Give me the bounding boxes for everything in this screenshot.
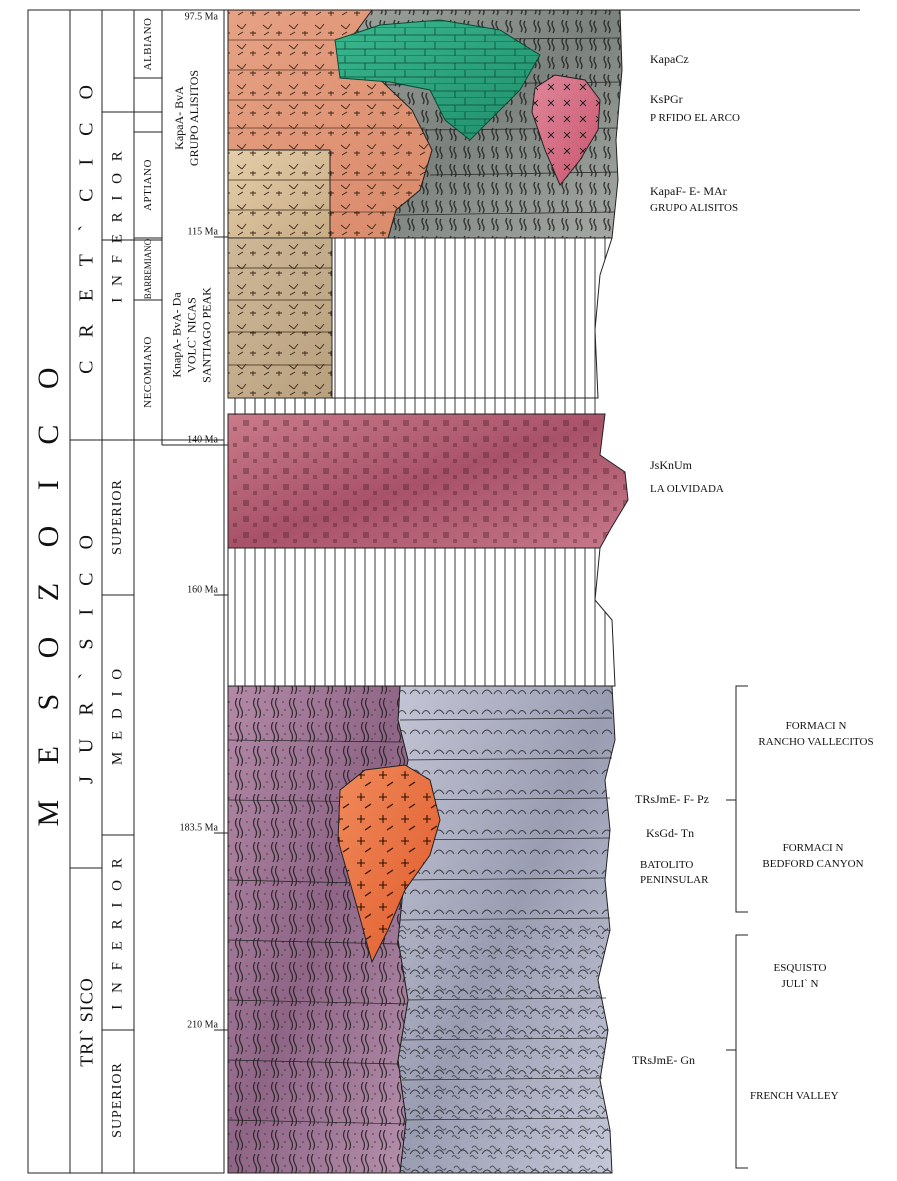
ma-ticks [214, 10, 228, 1030]
age-aptiano: APTIANO [142, 159, 154, 211]
epoch-jur-superior: SUPERIOR [110, 479, 126, 555]
bracket-upper [726, 686, 748, 912]
formation-bedford-line2: BEDFORD CANYON [762, 856, 863, 872]
epoch-jur-inferior: I N F E R I O R [110, 854, 127, 1009]
formation-esquisto-julian: ESQUISTO JULI` N [774, 960, 827, 992]
formation-esquisto-line1: ESQUISTO [774, 960, 827, 976]
label-trsjme-gn: TRsJmE- Gn [632, 1053, 695, 1068]
label-ksgd: KsGd- Tn [646, 826, 694, 841]
label-grupo-alisitos: GRUPO ALISITOS [650, 202, 738, 214]
unit-knapa-name1: VOLC` NICAS [185, 287, 200, 383]
age-albiano: ALBIANO [142, 18, 154, 71]
label-trsjme-f: TRsJmE- F- Pz [635, 792, 709, 807]
bracket-lower [726, 935, 748, 1168]
unit-knapa-name2: SANTIAGO PEAK [200, 287, 215, 383]
label-jsknum: JsKnUm [650, 458, 692, 473]
unit-knapa: KnapA- BvA- Da VOLC` NICAS SANTIAGO PEAK [170, 287, 215, 383]
hiatus-jurassic [228, 548, 615, 686]
ma-tick-label: 183.5 Ma [158, 823, 218, 834]
ma-tick-label: 97.5 Ma [158, 12, 218, 23]
era-label: M E S O Z O I C O [32, 353, 66, 826]
hiatus-cretaceous [332, 238, 612, 398]
label-kapaf: KapaF- E- MAr [650, 184, 727, 199]
formation-rancho-vallecitos: FORMACI N RANCHO VALLECITOS [758, 718, 873, 750]
label-kspgr: KsPGr [650, 92, 683, 107]
formation-rancho-line2: RANCHO VALLECITOS [758, 734, 873, 750]
label-porfido: P RFIDO EL ARCO [650, 112, 740, 124]
ma-tick-label: 210 Ma [158, 1020, 218, 1031]
age-necomiano: NECOMIANO [142, 336, 154, 408]
period-cretacico: C R E T ` C I C O [76, 76, 99, 374]
label-kapacz: KapaCz [650, 52, 689, 67]
ma-tick-label: 160 Ma [158, 585, 218, 596]
epoch-tri-superior: SUPERIOR [110, 1062, 126, 1138]
label-la-olvidada: LA OLVIDADA [650, 483, 724, 495]
label-batolito-line1: BATOLITO [640, 858, 708, 873]
age-barremiano: BARREMIANO [143, 239, 153, 300]
period-triasico: TRI` SICO [77, 977, 98, 1067]
unit-kapa-bva-name: GRUPO ALISITOS [187, 70, 202, 166]
formation-rancho-line1: FORMACI N [758, 718, 873, 734]
unit-kapa-bva-code: KapaA- BvA [172, 70, 187, 166]
formation-french-valley: FRENCH VALLEY [750, 1090, 839, 1102]
ma-tick-label: 140 Ma [158, 435, 218, 446]
epoch-jur-medio: M E D I O [110, 665, 127, 765]
label-batolito-line2: PENINSULAR [640, 873, 708, 888]
ma-tick-label: 115 Ma [158, 227, 218, 238]
label-batolito: BATOLITO PENINSULAR [640, 858, 708, 888]
formation-bedford-canyon: FORMACI N BEDFORD CANYON [762, 840, 863, 872]
epoch-cret-inferior: I N F E R I O R [110, 147, 127, 302]
unit-knapa-code: KnapA- BvA- Da [170, 287, 185, 383]
formation-bedford-line1: FORMACI N [762, 840, 863, 856]
period-jurasico: J U R ` S I C O [76, 526, 99, 784]
formation-esquisto-line2: JULI` N [774, 976, 827, 992]
unit-kapa-bva: KapaA- BvA GRUPO ALISITOS [172, 70, 202, 166]
